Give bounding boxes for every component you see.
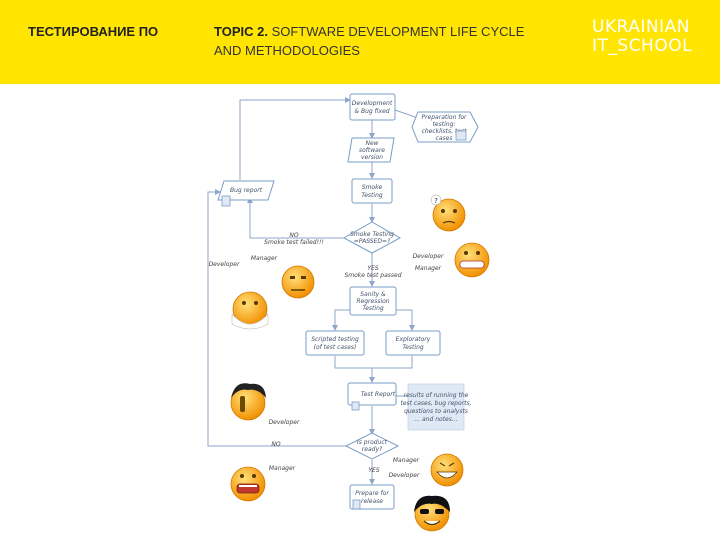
svg-text:Test Report: Test Report — [361, 391, 396, 398]
connectors — [207, 97, 419, 485]
smiley-cool-icon — [414, 495, 450, 532]
label-developer-1: Developer — [209, 261, 240, 268]
arrow-dev-to-prep — [394, 109, 419, 119]
svg-text:Exploratory: Exploratory — [396, 336, 431, 343]
svg-text:test cases, bug reports,: test cases, bug reports, — [401, 400, 472, 407]
label-developer-4: Developer — [389, 472, 420, 479]
svg-text:& Bug fixed: & Bug fixed — [354, 108, 389, 115]
svg-text:software: software — [359, 147, 385, 154]
svg-text:Preparation for: Preparation for — [421, 114, 467, 121]
svg-text:Testing: Testing — [362, 305, 384, 312]
smiley-sad-icon — [281, 265, 315, 299]
node-preparation: Preparation for testing: checklists, tes… — [411, 111, 479, 143]
svg-text:cases: cases — [436, 135, 453, 142]
svg-text:(of test cases): (of test cases) — [314, 344, 357, 351]
bug-report-document-icon — [221, 195, 231, 207]
label-smoke-passed: Smoke test passed — [344, 272, 401, 279]
node-sanity-regression: Sanity & Regression Testing — [349, 286, 397, 316]
checklist-icon — [455, 130, 467, 141]
node-prepare-release: Prepare for release — [349, 484, 395, 510]
svg-text:Scripted testing: Scripted testing — [311, 336, 359, 343]
svg-text:New: New — [365, 140, 378, 147]
node-smoke-testing: Smoke Testing — [351, 178, 393, 204]
svg-text:=PASSED=?: =PASSED=? — [354, 238, 391, 245]
svg-text:results of running the: results of running the — [404, 392, 469, 399]
topic-title: TOPIC 2. SOFTWARE DEVELOPMENT LIFE CYCLE… — [214, 22, 544, 60]
svg-text:... and notes...: ... and notes... — [414, 416, 457, 423]
arrow-sanity-to-exploratory — [396, 309, 415, 331]
node-product-ready-decision: Is product ready? — [344, 432, 400, 460]
svg-text:release: release — [361, 498, 383, 505]
smiley-grinning-icon — [454, 242, 490, 278]
topic-number: TOPIC 2. — [214, 24, 268, 39]
node-development: Development & Bug fixed — [349, 93, 396, 121]
svg-text:Testing: Testing — [402, 344, 424, 351]
node-exploratory-testing: Exploratory Testing — [385, 330, 441, 356]
node-scripted-testing: Scripted testing (of test cases) — [305, 330, 365, 356]
label-developer-2: Developer — [413, 253, 444, 260]
arrow-ready-no-to-bugreport — [207, 189, 348, 447]
svg-text:Sanity &: Sanity & — [360, 291, 386, 298]
label-manager-2: Manager — [415, 265, 442, 272]
svg-text:ready?: ready? — [362, 446, 383, 453]
smiley-thinking-icon: ? — [430, 194, 466, 232]
svg-text:Smoke Testing: Smoke Testing — [350, 231, 394, 238]
smiley-dark-hair-icon — [230, 383, 266, 421]
node-test-report: Test Report — [347, 382, 397, 411]
course-title: ТЕСТИРОВАНИЕ ПО — [28, 24, 159, 39]
logo-line-2: IT_SCHOOL — [592, 36, 693, 56]
svg-text:testing:: testing: — [433, 121, 456, 128]
svg-text:Bug report: Bug report — [230, 187, 263, 194]
node-results-note: results of running the test cases, bug r… — [401, 383, 472, 431]
svg-text:Is product: Is product — [357, 439, 388, 446]
svg-text:Smoke: Smoke — [362, 184, 383, 191]
slide-header: ТЕСТИРОВАНИЕ ПО TOPIC 2. SOFTWARE DEVELO… — [0, 0, 720, 84]
svg-text:Prepare for: Prepare for — [355, 490, 389, 497]
svg-text:checklists, test: checklists, test — [422, 128, 467, 135]
node-bug-report: Bug report — [217, 180, 275, 201]
label-smoke-failed: Smoke test failed!!! — [264, 239, 324, 246]
svg-text:questions to analysts: questions to analysts — [404, 408, 468, 415]
svg-text:Development: Development — [352, 100, 393, 107]
smiley-shouting-icon — [230, 466, 266, 502]
arrow-exploratory-to-report — [372, 356, 413, 369]
document-icon — [352, 499, 361, 510]
smiley-hiding-icon — [231, 291, 269, 330]
school-logo: UKRAINIAN IT_SCHOOL — [592, 18, 692, 56]
svg-text:Testing: Testing — [361, 192, 383, 199]
node-new-version: New software version — [347, 137, 395, 163]
label-manager-3: Manager — [269, 465, 296, 472]
flow-labels: NO Smoke test failed!!! YES Smoke test p… — [209, 232, 444, 479]
node-smoke-decision: Smoke Testing =PASSED=? — [342, 221, 402, 254]
label-no-2: NO — [271, 441, 280, 448]
arrow-decision-no-to-bugreport — [247, 197, 348, 239]
svg-text:version: version — [361, 154, 383, 161]
arrow-sanity-to-scripted — [332, 309, 350, 331]
label-no: NO — [289, 232, 298, 239]
document-icon — [351, 401, 360, 411]
label-manager-4: Manager — [393, 457, 420, 464]
svg-text:?: ? — [434, 197, 438, 205]
label-manager-1: Manager — [251, 255, 278, 262]
svg-text:Regression: Regression — [356, 298, 389, 305]
label-yes: YES — [367, 265, 378, 272]
arrow-bugreport-to-dev — [239, 97, 351, 180]
topic-name: SOFTWARE DEVELOPMENT LIFE CYCLE AND METH… — [214, 24, 525, 58]
label-yes-2: YES — [368, 467, 379, 474]
arrow-scripted-to-report — [334, 356, 375, 383]
logo-line-1: UKRAINIAN — [592, 17, 690, 37]
smiley-laughing-icon — [430, 453, 464, 487]
label-developer-3: Developer — [269, 419, 300, 426]
